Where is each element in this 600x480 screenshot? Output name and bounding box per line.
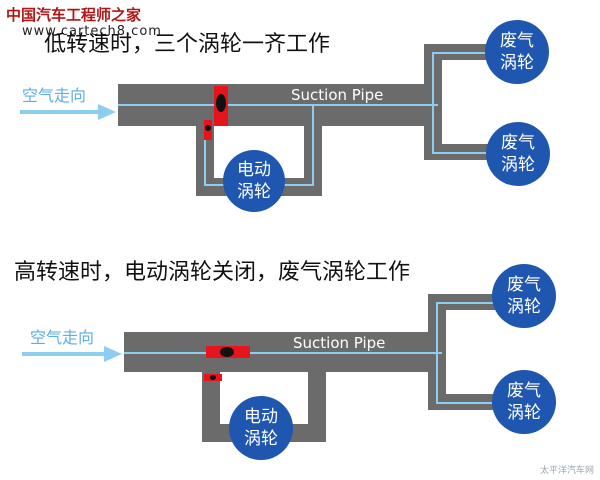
top-flow-left-down <box>204 126 206 184</box>
watermark-url: www.cartech8.com <box>22 24 162 39</box>
top-valve-upper-plug <box>216 94 226 112</box>
top-air-arrow-icon <box>20 104 116 120</box>
bottom-heading: 高转速时，电动涡轮关闭，废气涡轮工作 <box>14 260 411 285</box>
top-flow-right-up <box>312 106 314 186</box>
bottom-air-arrow-icon <box>22 346 122 362</box>
top-suction-pipe-label: Suction Pipe <box>291 86 384 104</box>
bottom-exhaust-turbo-upper: 废气 涡轮 <box>492 264 556 328</box>
bottom-air-direction-label: 空气走向 <box>30 328 95 347</box>
top-flow-lower <box>432 152 496 154</box>
watermark-brand: 中国汽车工程师之家 <box>6 6 142 24</box>
bottom-branch-left-down <box>202 364 220 440</box>
bottom-valve-lower-plug <box>210 375 216 380</box>
watermark-corner: 太平洋汽车网 <box>539 466 594 476</box>
bottom-electric-turbo: 电动 涡轮 <box>229 396 293 460</box>
bottom-flow-upper <box>436 302 500 304</box>
bottom-flow-riser <box>436 302 438 404</box>
bottom-suction-pipe-label: Suction Pipe <box>293 334 386 352</box>
top-flow-upper <box>432 52 492 54</box>
top-exhaust-turbo-upper: 废气 涡轮 <box>485 20 549 84</box>
top-exhaust-turbo-lower: 废气 涡轮 <box>486 122 550 186</box>
top-valve-lower-plug <box>205 125 211 131</box>
top-flow-riser <box>432 52 434 154</box>
bottom-flow-main <box>124 352 442 354</box>
top-electric-turbo: 电动 涡轮 <box>223 150 285 212</box>
bottom-branch-right-up <box>308 364 326 442</box>
top-air-direction-label: 空气走向 <box>22 86 87 105</box>
bottom-flow-lower <box>436 402 500 404</box>
top-flow-main <box>118 104 438 106</box>
top-heading: 低转速时，三个涡轮一齐工作 <box>44 32 331 57</box>
bottom-valve-upper-plug <box>220 347 234 357</box>
bottom-exhaust-turbo-lower: 废气 涡轮 <box>492 370 556 434</box>
